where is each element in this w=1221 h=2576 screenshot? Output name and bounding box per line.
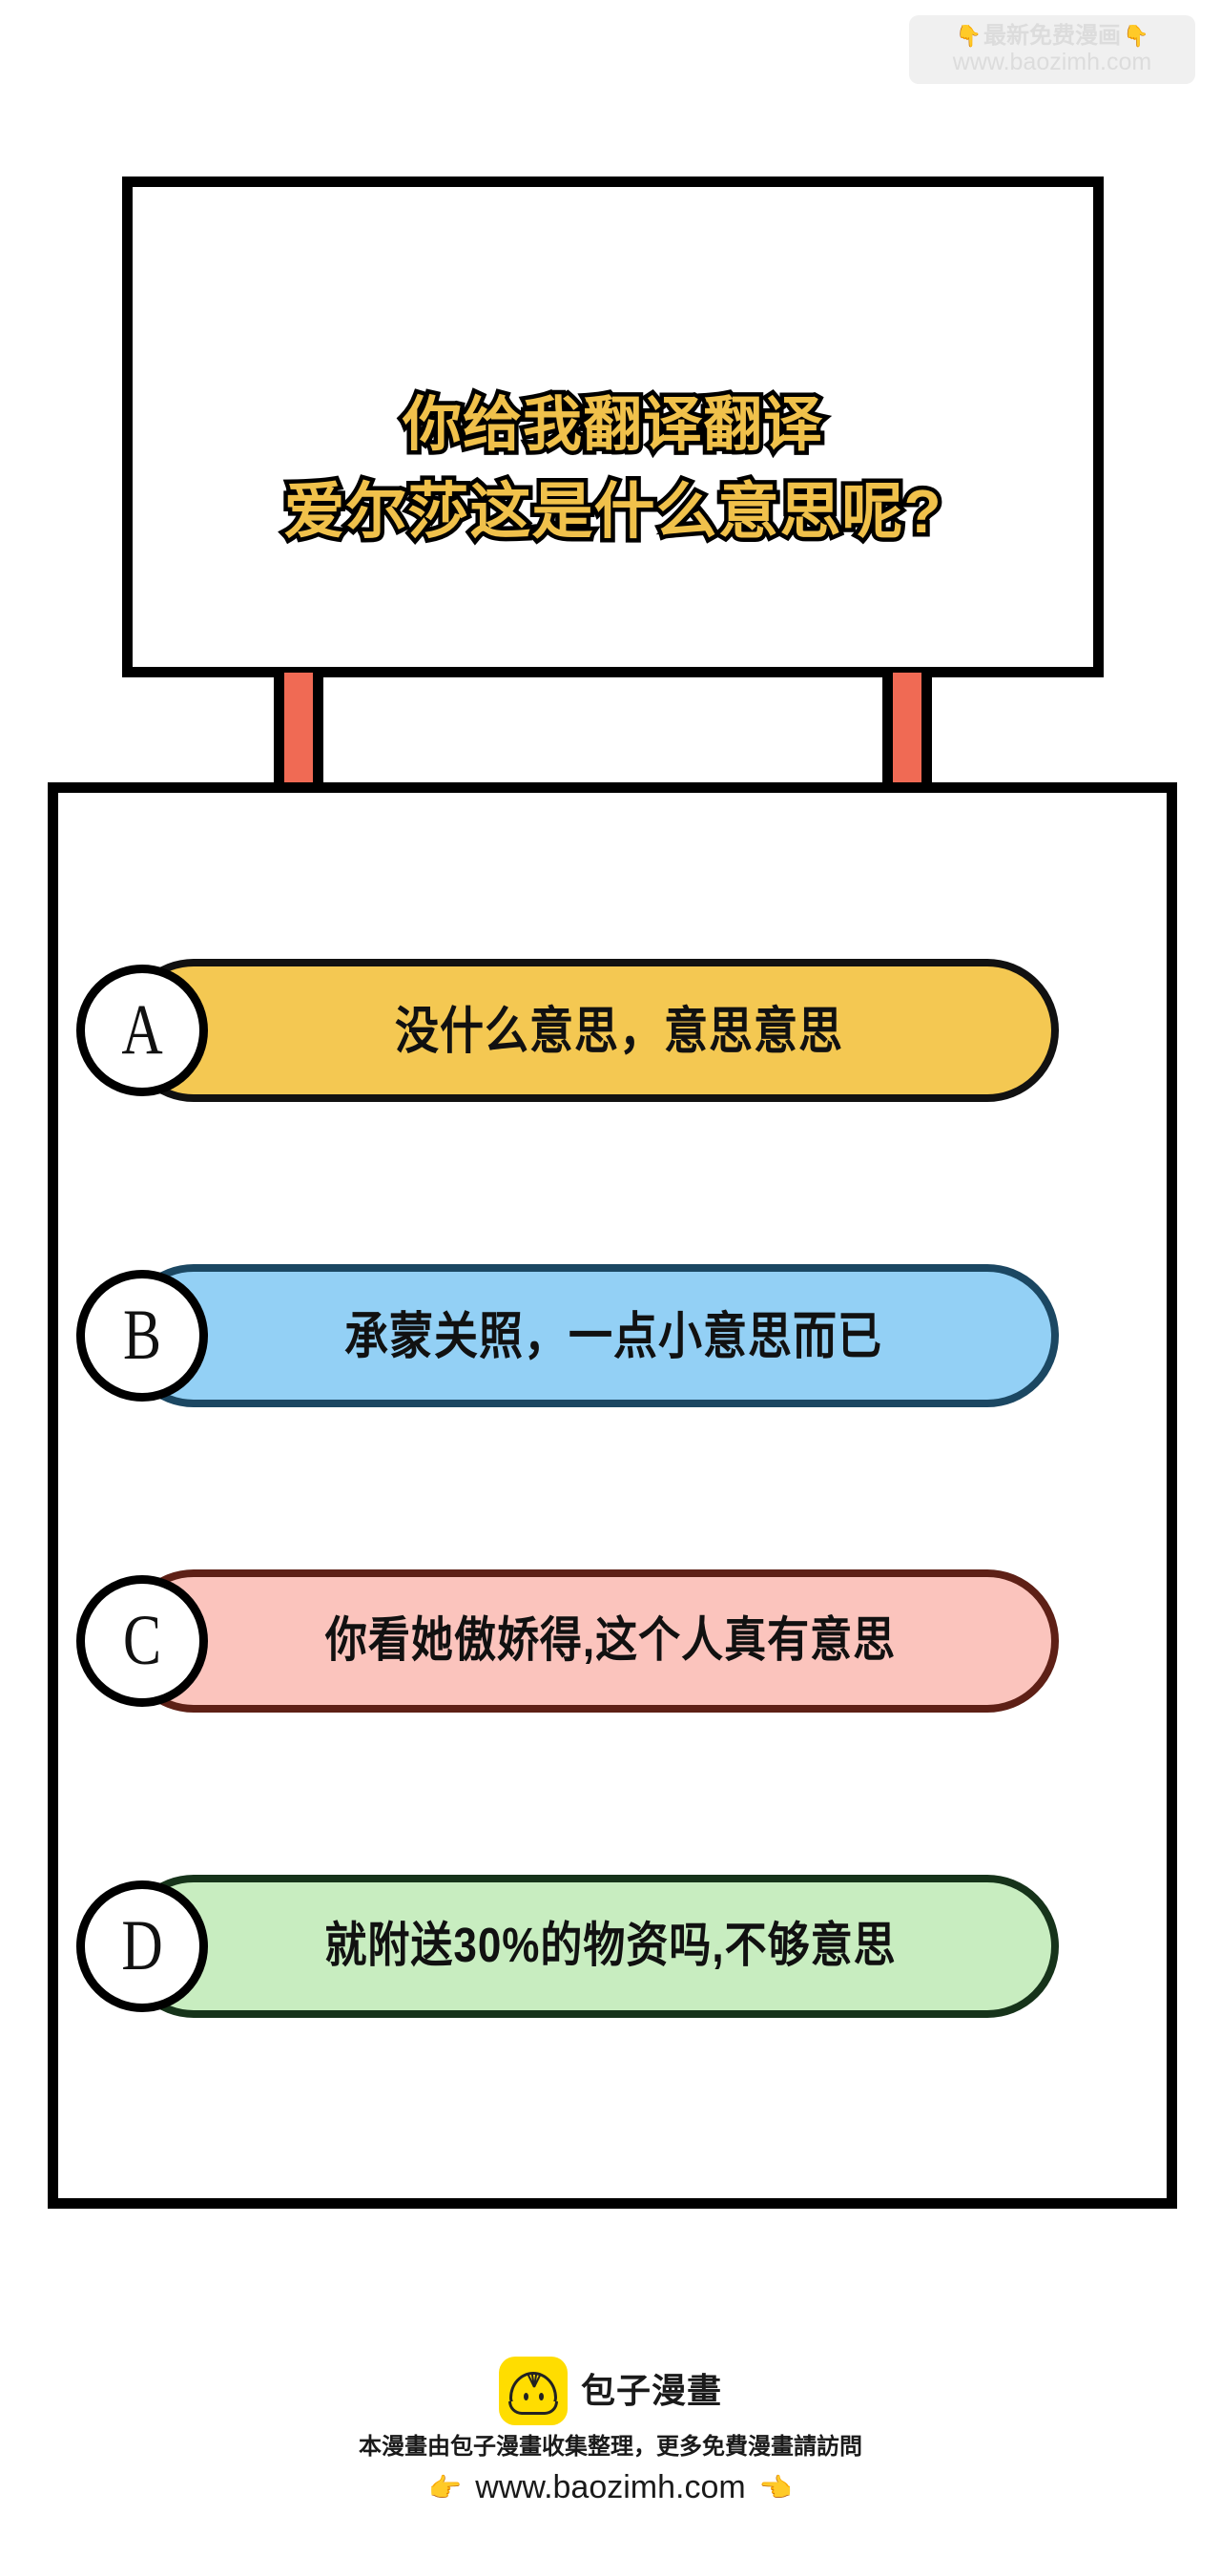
- option-letter-d: D: [121, 1905, 163, 1984]
- option-row-d[interactable]: 就附送30%的物资吗,不够意思 D: [76, 1875, 1059, 2018]
- option-row-c[interactable]: 你看她傲娇得,这个人真有意思 C: [76, 1569, 1059, 1713]
- footer-note: 本漫畫由包子漫畫收集整理，更多免費漫畫請訪問: [359, 2434, 862, 2460]
- question-line-2: 爱尔莎这是什么意思呢?: [279, 472, 945, 550]
- option-text-b: 承蒙关照，一点小意思而已: [344, 1307, 882, 1364]
- watermark-line1: 👇 最新免费漫画 👇: [956, 24, 1149, 49]
- signpost-left: [274, 673, 323, 792]
- option-pill-c[interactable]: 你看她傲娇得,这个人真有意思: [122, 1569, 1059, 1713]
- question-signboard: 你给我翻译翻译 爱尔莎这是什么意思呢?: [122, 177, 1104, 677]
- watermark-text: 最新免费漫画: [983, 23, 1121, 49]
- watermark-badge: 👇 最新免费漫画 👇 www.baozimh.com: [909, 15, 1195, 84]
- option-text-a: 没什么意思，意思意思: [395, 1002, 843, 1059]
- footer-url-row[interactable]: 👉 www.baozimh.com 👈: [428, 2469, 792, 2505]
- pointing-right-hand-icon: 👉: [428, 2472, 463, 2503]
- option-row-b[interactable]: 承蒙关照，一点小意思而已 B: [76, 1264, 1059, 1407]
- question-line-1: 你给我翻译翻译: [398, 387, 826, 462]
- option-letter-badge-d: D: [76, 1880, 208, 2012]
- brand-name: 包子漫畫: [580, 2371, 722, 2410]
- brand-row: 包子漫畫: [498, 2357, 722, 2425]
- option-pill-b[interactable]: 承蒙关照，一点小意思而已: [122, 1264, 1059, 1407]
- baozi-bun-logo-icon: [498, 2357, 568, 2425]
- option-letter-a: A: [121, 989, 163, 1069]
- option-letter-c: C: [122, 1600, 162, 1679]
- option-letter-badge-a: A: [76, 965, 208, 1096]
- option-letter-b: B: [122, 1295, 162, 1374]
- pointing-down-hand-icon: 👇: [1123, 24, 1149, 48]
- footer-url[interactable]: www.baozimh.com: [475, 2469, 746, 2505]
- option-text-d: 就附送30%的物资吗,不够意思: [324, 1919, 897, 1973]
- option-row-a[interactable]: 没什么意思，意思意思 A: [76, 959, 1059, 1102]
- option-pill-d[interactable]: 就附送30%的物资吗,不够意思: [122, 1875, 1059, 2018]
- option-letter-badge-c: C: [76, 1575, 208, 1707]
- pointing-left-hand-icon: 👈: [758, 2472, 793, 2503]
- watermark-url: www.baozimh.com: [952, 49, 1152, 75]
- option-text-c: 你看她傲娇得,这个人真有意思: [324, 1613, 897, 1668]
- option-letter-badge-b: B: [76, 1270, 208, 1402]
- option-pill-a[interactable]: 没什么意思，意思意思: [122, 959, 1059, 1102]
- pointing-down-hand-icon: 👇: [955, 24, 982, 48]
- signpost-right: [882, 673, 932, 792]
- site-footer: 包子漫畫 本漫畫由包子漫畫收集整理，更多免費漫畫請訪問 👉 www.baozim…: [0, 2357, 1221, 2505]
